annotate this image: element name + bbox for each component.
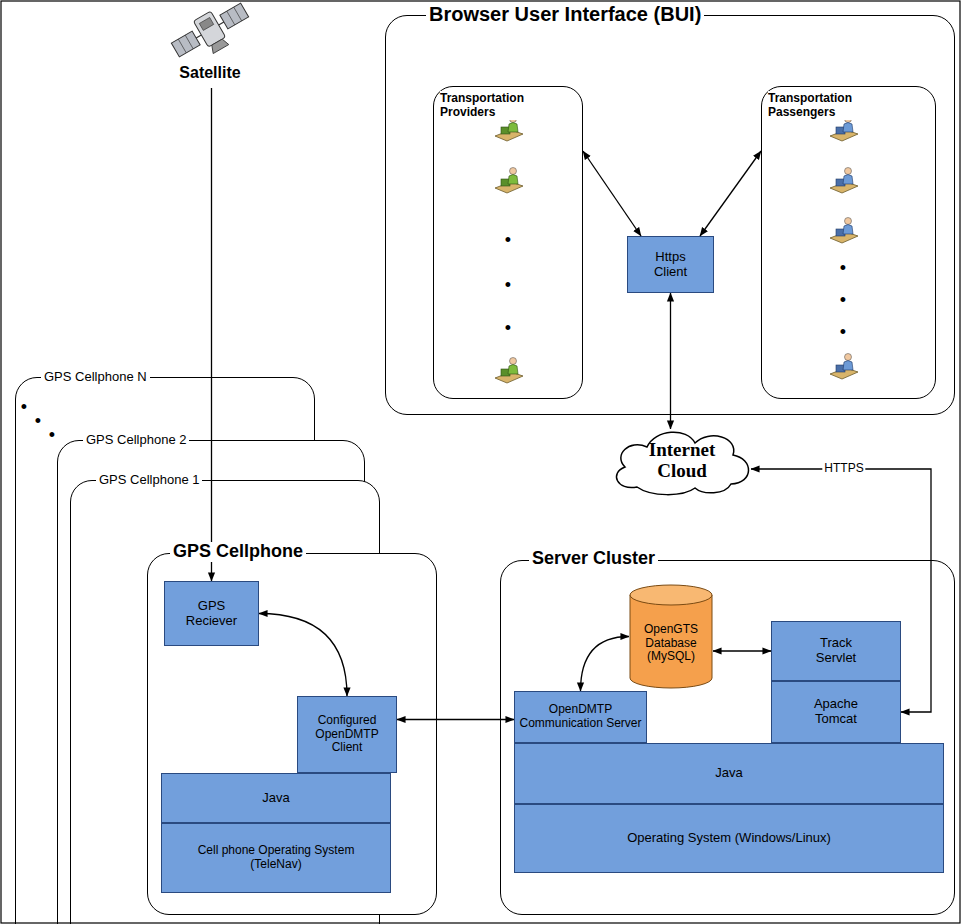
connector-arrow <box>259 614 347 697</box>
panel-title: GPS Cellphone N <box>41 370 150 384</box>
connector-arrow <box>211 88 212 581</box>
connector-arrow <box>583 151 641 236</box>
panel-title: Server Cluster <box>529 549 658 569</box>
node-label: Internet Cloud <box>637 440 727 482</box>
user-group: Transportation Passengers <box>761 86 936 399</box>
internet-cloud: Internet Cloud <box>607 425 757 497</box>
node-label: Java <box>712 766 745 781</box>
ellipsis-dot: • <box>21 398 27 416</box>
connector-arrow <box>670 293 671 429</box>
connector-arrow <box>751 469 931 712</box>
ellipsis-dot: • <box>35 412 41 430</box>
panel-title: GPS Cellphone 2 <box>83 433 189 447</box>
layer-box: Java <box>514 743 944 804</box>
connector-arrow <box>581 637 630 692</box>
ellipsis-dot: • <box>840 291 846 309</box>
ellipsis-dot: • <box>840 323 846 341</box>
ellipsis-dot: • <box>505 319 511 337</box>
connector-arrow <box>397 719 514 720</box>
component-box: Track Servlet <box>771 621 901 681</box>
bui-panel: Browser User Interface (BUI)Transportati… <box>385 15 955 415</box>
satellite-icon <box>167 0 255 69</box>
provider-icons <box>495 116 523 384</box>
component-box: OpenDMTP Communication Server <box>514 691 647 743</box>
satellite-label-box: Satellite <box>170 60 250 86</box>
node-label: Cell phone Operating System (TeleNav) <box>183 844 369 872</box>
panel-title: Browser User Interface (BUI) <box>426 3 704 25</box>
component-box: Apache Tomcat <box>771 681 901 743</box>
layer-box: Operating System (Windows/Linux) <box>514 804 944 873</box>
node-label: Track Servlet <box>798 636 874 666</box>
node-label: Operating System (Windows/Linux) <box>624 831 834 846</box>
node-label: Apache Tomcat <box>798 697 874 727</box>
panel-title: GPS Cellphone <box>170 542 306 562</box>
ellipsis-dot: • <box>840 259 846 277</box>
connector-arrow <box>713 650 771 651</box>
passenger-icons <box>830 116 858 380</box>
layer-box: Java <box>161 773 391 823</box>
connector-arrow <box>700 151 761 236</box>
database-cylinder: OpenGTS Database (MySQL) <box>629 584 713 689</box>
server-panel: Server ClusterOpenGTS Database (MySQL)Tr… <box>500 560 955 915</box>
panel-title: GPS Cellphone 1 <box>96 473 202 487</box>
ellipsis-dot: • <box>505 231 511 249</box>
component-box: Configured OpenDMTP Client <box>297 696 397 773</box>
component-box: GPS Reciever <box>164 581 259 646</box>
node-label: Satellite <box>177 64 242 82</box>
node-label: OpenGTS Database (MySQL) <box>632 609 710 664</box>
panel-title: Transportation Passengers <box>768 91 873 120</box>
ellipsis-dot: • <box>505 276 511 294</box>
node-label: Configured OpenDMTP Client <box>298 714 396 755</box>
node-label: Java <box>259 791 292 806</box>
ellipsis-dot: • <box>49 426 55 444</box>
node-label: Https Client <box>643 250 699 280</box>
node-label: GPS Reciever <box>179 599 245 629</box>
node-label: OpenDMTP Communication Server <box>515 703 646 731</box>
edge-label: HTTPS <box>822 462 865 475</box>
component-box: Https Client <box>627 236 714 293</box>
panel-title: Transportation Providers <box>440 91 545 120</box>
layer-box: Cell phone Operating System (TeleNav) <box>161 823 391 893</box>
cellphone-panel: GPS CellphoneGPS RecieverConfigured Open… <box>147 553 437 915</box>
